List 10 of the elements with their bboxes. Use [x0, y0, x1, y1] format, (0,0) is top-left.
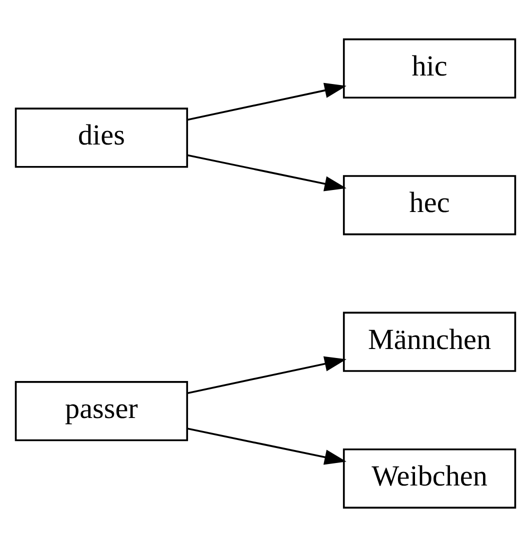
node-box: dies	[14, 108, 188, 168]
node-box: passer	[14, 381, 188, 442]
node-box: Weibchen	[342, 448, 516, 509]
node-box: Männchen	[342, 312, 516, 372]
arrow	[187, 82, 346, 121]
node-box: hic	[342, 38, 516, 99]
arrow	[187, 356, 346, 394]
node-box: hec	[342, 175, 516, 236]
arrow	[187, 154, 346, 192]
arrow	[188, 428, 346, 465]
